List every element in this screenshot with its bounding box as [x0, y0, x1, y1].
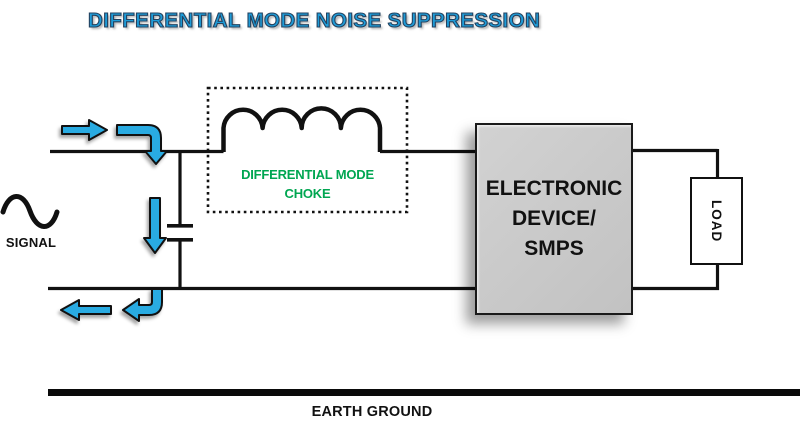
earth-ground-label: EARTH GROUND	[311, 404, 433, 420]
flow-arrow-bend-down-icon	[116, 124, 168, 165]
flow-arrow-left-icon	[60, 299, 112, 321]
page-title: DIFFERENTIAL MODE NOISE SUPPRESSION	[87, 8, 541, 32]
load-label: LOAD	[709, 199, 724, 243]
choke-label-line1: DIFFERENTIAL MODE	[241, 167, 374, 182]
choke-label: DIFFERENTIAL MODE CHOKE	[209, 166, 406, 203]
load-box: LOAD	[690, 177, 743, 265]
sine-wave-icon	[0, 194, 60, 229]
device-label-line2: DEVICE/	[511, 207, 597, 230]
flow-arrow-down-icon	[143, 197, 167, 254]
device-label-line1: ELECTRONIC	[485, 177, 623, 200]
flow-arrow-right-icon	[61, 119, 108, 141]
signal-label: SIGNAL	[5, 235, 57, 250]
earth-ground-bar	[48, 389, 800, 396]
device-label-line3: SMPS	[524, 237, 584, 260]
electronic-device-box: ELECTRONIC DEVICE/ SMPS	[475, 123, 633, 315]
choke-label-line2: CHOKE	[284, 185, 331, 201]
flow-arrow-bend-left-icon	[122, 288, 163, 322]
inductor-coil-icon	[221, 106, 383, 152]
